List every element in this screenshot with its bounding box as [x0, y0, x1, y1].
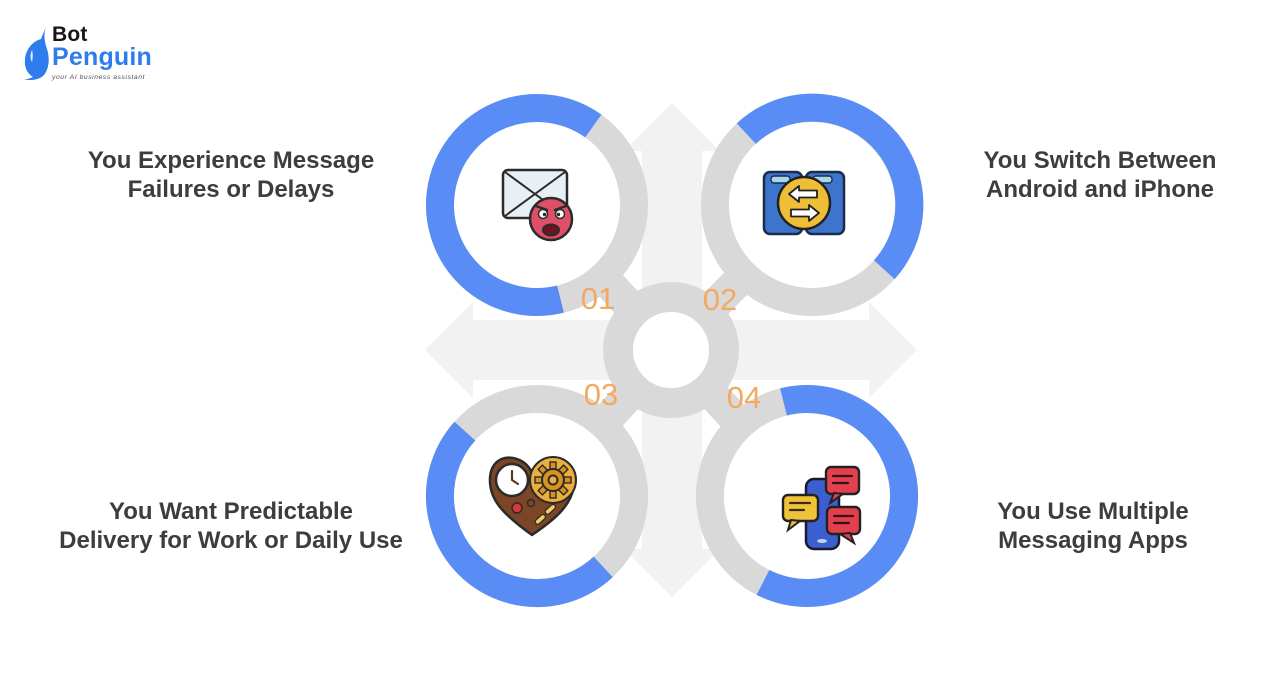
- blue-arc-3: [425, 421, 613, 608]
- swap-left-arrow: [788, 185, 818, 203]
- step-label-2: You Switch Between Android and iPhone: [914, 146, 1286, 204]
- blue-arc-1: [426, 94, 602, 316]
- step-label-1-line2: Failures or Delays: [127, 176, 335, 203]
- logo-word-penguin: Penguin: [52, 43, 153, 71]
- step-label-1: You Experience Message Failures or Delay…: [45, 146, 417, 204]
- clock-gear-heart-icon: [488, 456, 577, 537]
- blue-arc-4: [756, 385, 919, 607]
- phone-switch-icon: [762, 170, 846, 236]
- blue-arcs: [425, 93, 924, 608]
- step-label-3-line2: Delivery for Work or Daily Use: [59, 527, 403, 554]
- clock-glyph: [494, 462, 530, 498]
- yellow-chat-bubble: [781, 493, 820, 533]
- step-label-1-line1: You Experience Message: [87, 147, 375, 174]
- step-number-2: 02: [702, 282, 738, 317]
- step-number-3: 03: [583, 377, 619, 412]
- gear-glyph: [534, 461, 572, 499]
- red-chat-bubble-top: [824, 465, 861, 506]
- step-label-3-line1: You Want Predictable: [108, 498, 354, 525]
- step-label-4-line1: You Use Multiple: [997, 498, 1189, 525]
- logo-word-bot: Bot: [52, 23, 88, 46]
- center-hub-ring: [603, 282, 739, 418]
- swap-right-arrow: [790, 204, 820, 222]
- step-label-4-line2: Messaging Apps: [998, 527, 1188, 554]
- step-number-4: 04: [726, 380, 762, 415]
- step-label-2-line1: You Switch Between: [983, 147, 1217, 174]
- step-label-2-line2: Android and iPhone: [986, 176, 1214, 203]
- angry-email-icon: [501, 168, 574, 242]
- step-label-4: You Use Multiple Messaging Apps: [907, 497, 1279, 555]
- chat-bubbles-phone-icon: [781, 465, 862, 551]
- step-number-1: 01: [580, 281, 616, 316]
- red-chat-bubble-bottom: [825, 505, 862, 546]
- botpenguin-logo: Bot Penguin your AI business assistant: [16, 24, 196, 86]
- blue-arc-2: [736, 93, 924, 280]
- logo-tagline: your AI business assistant: [52, 74, 146, 81]
- step-label-3: You Want Predictable Delivery for Work o…: [45, 497, 417, 555]
- penguin-icon: [20, 26, 50, 85]
- center-hub-hole: [633, 312, 709, 388]
